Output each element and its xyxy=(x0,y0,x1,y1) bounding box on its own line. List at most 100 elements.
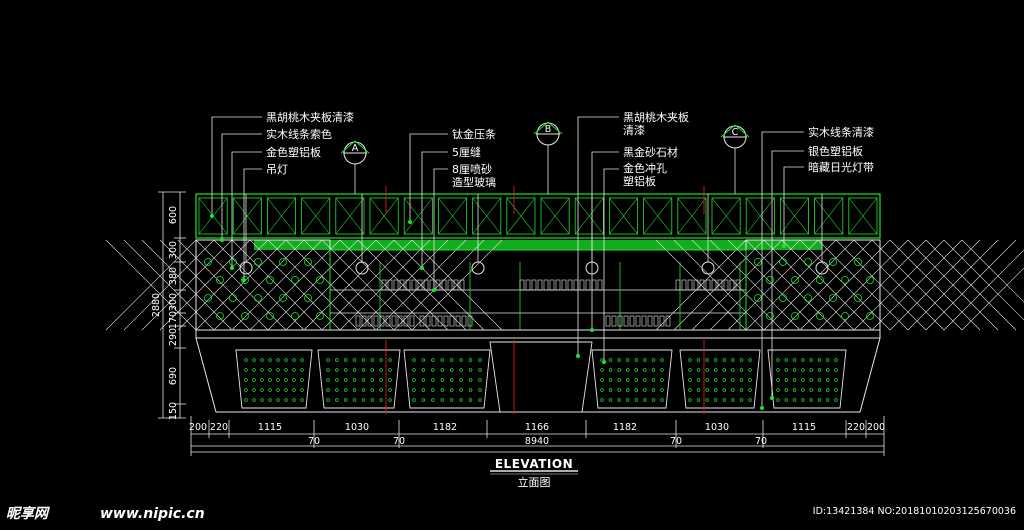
vertical-dimensions: 600 300 380 300 2880 170 290 690 150 xyxy=(151,191,186,420)
perforation-hole xyxy=(731,398,735,402)
perforation-hole xyxy=(343,368,348,372)
wine-bottle-end xyxy=(804,294,812,302)
counter-bottle xyxy=(431,315,437,327)
shelf-bottle xyxy=(729,279,735,291)
wine-bottle-end xyxy=(229,258,237,266)
wine-bottle-end xyxy=(791,276,799,284)
perforation-hole xyxy=(634,398,639,402)
perforation-hole xyxy=(817,388,822,392)
leader-line xyxy=(231,151,262,268)
lattice-line xyxy=(249,239,341,331)
perforation-hole xyxy=(335,378,339,382)
shelf-bottle xyxy=(399,279,405,291)
counter-bottle xyxy=(461,315,467,327)
perforation-hole xyxy=(370,398,375,402)
lattice-line xyxy=(889,239,981,331)
counter-bottle xyxy=(409,315,415,327)
upper-cabinet-band xyxy=(195,193,881,239)
perforation-hole xyxy=(449,388,454,392)
perforation-hole xyxy=(608,398,613,402)
perforation-hole xyxy=(379,358,383,362)
cabinet-diagonal xyxy=(711,197,741,235)
shelf-bottle xyxy=(537,279,543,291)
perforation-hole xyxy=(252,398,256,402)
cabinet-door-panel xyxy=(643,197,673,235)
perforation-hole xyxy=(617,358,621,362)
perforation-hole xyxy=(326,388,330,392)
dim-h-1115-right: 1115 xyxy=(792,422,816,433)
perforation-hole xyxy=(634,388,639,392)
perforation-hole xyxy=(634,378,639,382)
perforation-hole xyxy=(731,358,735,362)
dim-v-690: 690 xyxy=(168,367,179,385)
perforation-hole xyxy=(617,368,621,372)
label-gold-panel: 金色塑铝板 xyxy=(266,145,321,159)
counter-bottle xyxy=(437,315,443,327)
counter-bottle xyxy=(419,315,425,327)
leader-line xyxy=(211,116,262,216)
leader-line xyxy=(221,133,262,240)
cabinet-door-panel xyxy=(540,197,570,235)
perforation-hole xyxy=(260,388,264,392)
perforation-hole xyxy=(696,378,701,382)
wine-bottle-end xyxy=(279,294,287,302)
perforation-hole xyxy=(440,368,445,372)
perforation-hole xyxy=(244,368,248,372)
counter-bottle xyxy=(665,315,671,327)
wine-bottle-end xyxy=(754,258,762,266)
wine-bottle-end xyxy=(304,294,312,302)
watermark: 昵享网 www.nipic.cn ID:13421384 NO:20181010… xyxy=(6,505,1016,522)
perforation-hole xyxy=(801,388,805,392)
cabinet-diagonal xyxy=(814,197,844,235)
shelf-bottle xyxy=(681,279,687,291)
perforation-hole xyxy=(600,398,604,402)
shelf-bottle xyxy=(687,279,693,291)
perforation-hole xyxy=(784,378,789,382)
perforation-hole xyxy=(352,378,357,382)
shelf-bottle xyxy=(711,279,717,291)
perforation-hole xyxy=(292,378,296,382)
marker-a-label: A xyxy=(352,143,359,154)
dim-h-1030-left: 1030 xyxy=(345,422,369,433)
perforation-hole xyxy=(776,388,780,392)
perforation-hole xyxy=(809,398,813,402)
perforation-hole xyxy=(688,398,692,402)
perforation-hole xyxy=(825,398,830,402)
perforation-hole xyxy=(634,358,639,362)
perforation-hole xyxy=(801,358,805,362)
perforation-hole xyxy=(817,398,822,402)
perforation-hole xyxy=(421,368,426,372)
dim-h-220-left: 220 xyxy=(210,422,228,433)
shelf-bottle xyxy=(405,279,411,291)
counter-bottle xyxy=(629,315,635,327)
lattice-line xyxy=(907,239,999,331)
perforation-hole xyxy=(608,358,613,362)
wine-bottle-end xyxy=(279,258,287,266)
perforation-hole xyxy=(617,398,621,402)
perforation-hole xyxy=(352,398,357,402)
wine-bottle-end xyxy=(766,276,774,284)
counter-bottle xyxy=(647,315,653,327)
perforation-hole xyxy=(600,378,604,382)
perforation-hole xyxy=(625,388,630,392)
counter-bottle xyxy=(449,315,455,327)
label-aluminum-panel: 塑铝板 xyxy=(623,174,656,188)
perforation-hole xyxy=(335,398,339,402)
perforation-hole xyxy=(276,398,280,402)
perforation-hole xyxy=(608,368,613,372)
perforation-hole xyxy=(300,388,304,392)
wine-bottle-end xyxy=(829,258,837,266)
wine-bottle-end xyxy=(241,276,249,284)
perforation-hole xyxy=(688,388,692,392)
labels-right2: 实木线条清漆 银色塑铝板 暗藏日光灯带 xyxy=(808,125,874,174)
lattice-line xyxy=(105,239,197,331)
perforation-hole xyxy=(834,398,838,402)
perforation-hole xyxy=(643,378,647,382)
perforation-hole xyxy=(834,388,838,392)
dim-h-70-d: 70 xyxy=(755,436,767,447)
cabinet-diagonal xyxy=(438,197,467,235)
label-varnish: 清漆 xyxy=(623,124,645,137)
perforated-panel xyxy=(403,349,491,409)
dim-v-150: 150 xyxy=(168,402,179,420)
leader-dot xyxy=(760,406,764,410)
